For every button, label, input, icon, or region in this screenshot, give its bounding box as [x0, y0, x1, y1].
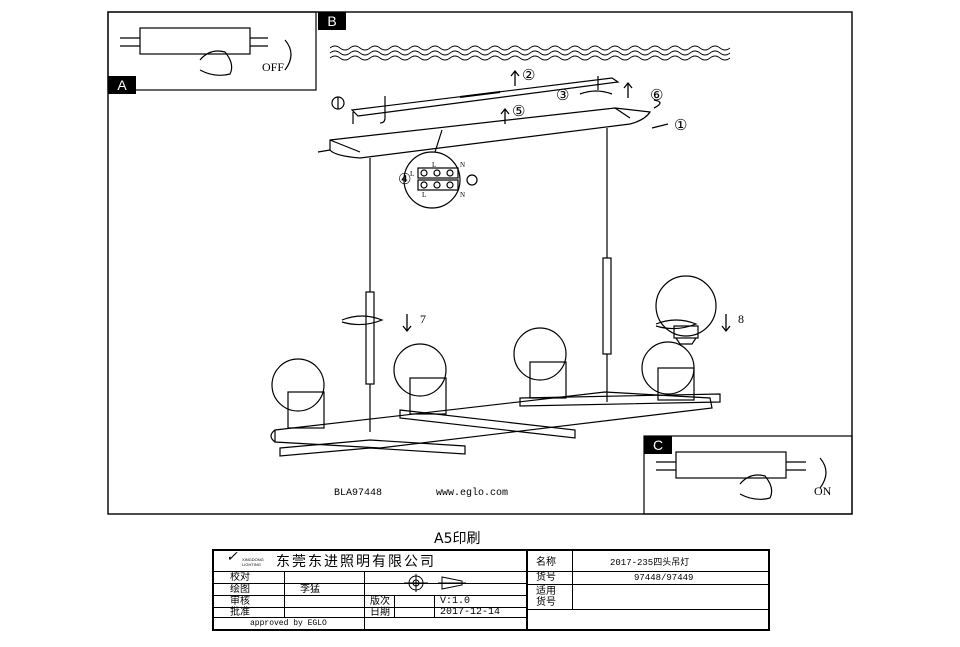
- title-block: ✓ XINGDONG LIGHTING 东莞东进照明有限公司 校对 绘图 李猛 …: [212, 549, 770, 631]
- logo-text: XINGDONG LIGHTING: [242, 557, 264, 567]
- drawer-name: 李猛: [300, 584, 320, 595]
- panel-label-b: B: [318, 12, 346, 30]
- step-3-label: ③: [556, 88, 570, 104]
- approved-by: approved by EGLO: [250, 619, 327, 628]
- panel-label-a: A: [108, 76, 136, 94]
- rotate-arrow-8: [655, 319, 698, 330]
- wire-label-n-top: N: [460, 161, 466, 169]
- wire-label-l-bottom: L: [422, 191, 427, 199]
- step-2-label: ②: [522, 68, 536, 84]
- ceiling-hatch: [329, 45, 731, 61]
- inset-c-breaker: [656, 451, 827, 500]
- inset-b-frame: [107, 11, 317, 91]
- applicable-label-2: 货号: [536, 597, 556, 608]
- canopy: [317, 107, 652, 159]
- fixture-bulbs: [271, 327, 695, 429]
- switch-off-label: OFF: [262, 60, 285, 74]
- model-number: BLA97448: [334, 488, 383, 499]
- applicable-label-1: 适用: [536, 586, 556, 597]
- item-value: 97448/97449: [634, 573, 694, 583]
- company-name: 东莞东进照明有限公司: [276, 554, 436, 570]
- terminal-block-zoom: [403, 129, 478, 209]
- fixture-frame: [270, 391, 721, 457]
- inset-b-breaker: [120, 27, 292, 76]
- switch-on-label: ON: [814, 484, 832, 498]
- version-value: V:1.0: [440, 596, 471, 607]
- inset-c-frame: [643, 435, 853, 515]
- step-1-label: ①: [674, 118, 688, 134]
- main-frame: [107, 11, 853, 515]
- logo-mark: ✓: [226, 550, 238, 565]
- step-4-label: ④: [398, 172, 412, 188]
- step-arrows: [402, 69, 731, 333]
- name-label: 名称: [536, 557, 556, 568]
- step-8-label: 8: [738, 312, 744, 326]
- approve-label: 批准: [230, 607, 250, 618]
- draw-label: 绘图: [230, 584, 250, 595]
- item-label: 货号: [536, 572, 556, 583]
- review-label: 审核: [230, 596, 250, 607]
- name-value: 2017-235四头吊灯: [610, 558, 690, 568]
- check-label: 校对: [230, 572, 250, 583]
- step-7-label: 7: [420, 312, 426, 326]
- date-label: 日期: [370, 607, 390, 618]
- version-label: 版次: [370, 596, 390, 607]
- projection-symbol-icon: [394, 573, 474, 593]
- website: www.eglo.com: [436, 488, 509, 499]
- suspension-rods: [365, 128, 612, 432]
- bulb-step-8: [655, 275, 717, 345]
- print-size-label: A5印刷: [434, 531, 481, 547]
- rotate-arrow-7: [341, 315, 384, 326]
- step-5-label: ⑤: [512, 104, 526, 120]
- step-6-label: ⑥: [650, 88, 664, 104]
- wire-label-l-top: L: [432, 161, 437, 169]
- wire-label-l-left: L: [410, 170, 415, 178]
- wire-label-n-bottom: N: [460, 191, 466, 199]
- date-value: 2017-12-14: [440, 607, 501, 618]
- panel-label-c: C: [644, 436, 672, 454]
- mounting-bracket: [331, 76, 620, 124]
